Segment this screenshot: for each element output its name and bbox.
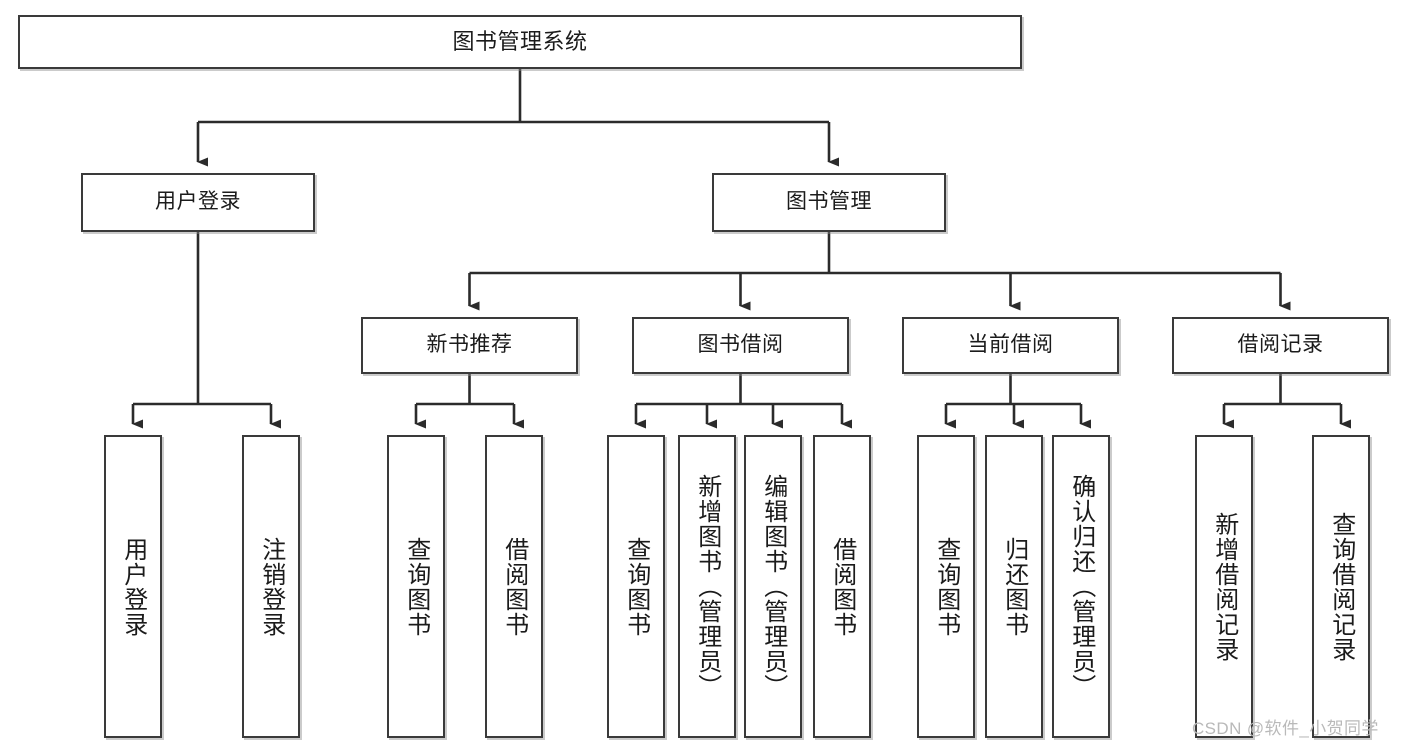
leaf-node-5-label: 新增图书（管理员） (693, 474, 721, 699)
leaf-node-8-label: 查询图书 (932, 536, 960, 637)
root-node-system-label: 图书管理系统 (452, 29, 588, 55)
branch-node-l2-2-label: 当前借阅 (967, 333, 1054, 357)
leaf-node-9[interactable]: 归还图书 (985, 435, 1043, 738)
branch-node-l2-0[interactable]: 新书推荐 (361, 317, 578, 374)
leaf-node-0[interactable]: 用户登录 (104, 435, 162, 738)
leaf-node-1-label: 注销登录 (257, 536, 285, 637)
leaf-node-11[interactable]: 新增借阅记录 (1195, 435, 1253, 738)
leaf-node-2-label: 查询图书 (402, 536, 430, 637)
leaf-node-12[interactable]: 查询借阅记录 (1312, 435, 1370, 738)
leaf-node-10-label: 确认归还（管理员） (1067, 474, 1095, 699)
leaf-node-2[interactable]: 查询图书 (387, 435, 445, 738)
branch-node-l2-2[interactable]: 当前借阅 (902, 317, 1119, 374)
leaf-node-3[interactable]: 借阅图书 (485, 435, 543, 738)
leaf-node-9-label: 归还图书 (1000, 536, 1028, 637)
branch-node-l2-3-label: 借阅记录 (1237, 333, 1324, 357)
leaf-node-8[interactable]: 查询图书 (917, 435, 975, 738)
leaf-node-10[interactable]: 确认归还（管理员） (1052, 435, 1110, 738)
leaf-node-1[interactable]: 注销登录 (242, 435, 300, 738)
branch-node-l2-1-label: 图书借阅 (697, 333, 784, 357)
branch-node-l1-1[interactable]: 图书管理 (712, 173, 946, 232)
leaf-node-6-label: 编辑图书（管理员） (759, 474, 787, 699)
csdn-watermark: CSDN @软件_小贺同学 (1192, 719, 1379, 738)
leaf-node-7-label: 借阅图书 (828, 536, 856, 637)
root-node-system[interactable]: 图书管理系统 (18, 15, 1022, 69)
leaf-node-0-label: 用户登录 (119, 536, 147, 637)
branch-node-l1-0-label: 用户登录 (155, 190, 241, 214)
branch-node-l2-0-label: 新书推荐 (426, 333, 513, 357)
leaf-node-5[interactable]: 新增图书（管理员） (678, 435, 736, 738)
branch-node-l1-1-label: 图书管理 (786, 190, 872, 214)
branch-node-l1-0[interactable]: 用户登录 (81, 173, 315, 232)
leaf-node-4[interactable]: 查询图书 (607, 435, 665, 738)
leaf-node-11-label: 新增借阅记录 (1210, 511, 1238, 662)
leaf-node-4-label: 查询图书 (622, 536, 650, 637)
leaf-node-12-label: 查询借阅记录 (1327, 511, 1355, 662)
branch-node-l2-1[interactable]: 图书借阅 (632, 317, 849, 374)
leaf-node-3-label: 借阅图书 (500, 536, 528, 637)
branch-node-l2-3[interactable]: 借阅记录 (1172, 317, 1389, 374)
leaf-node-7[interactable]: 借阅图书 (813, 435, 871, 738)
leaf-node-6[interactable]: 编辑图书（管理员） (744, 435, 802, 738)
